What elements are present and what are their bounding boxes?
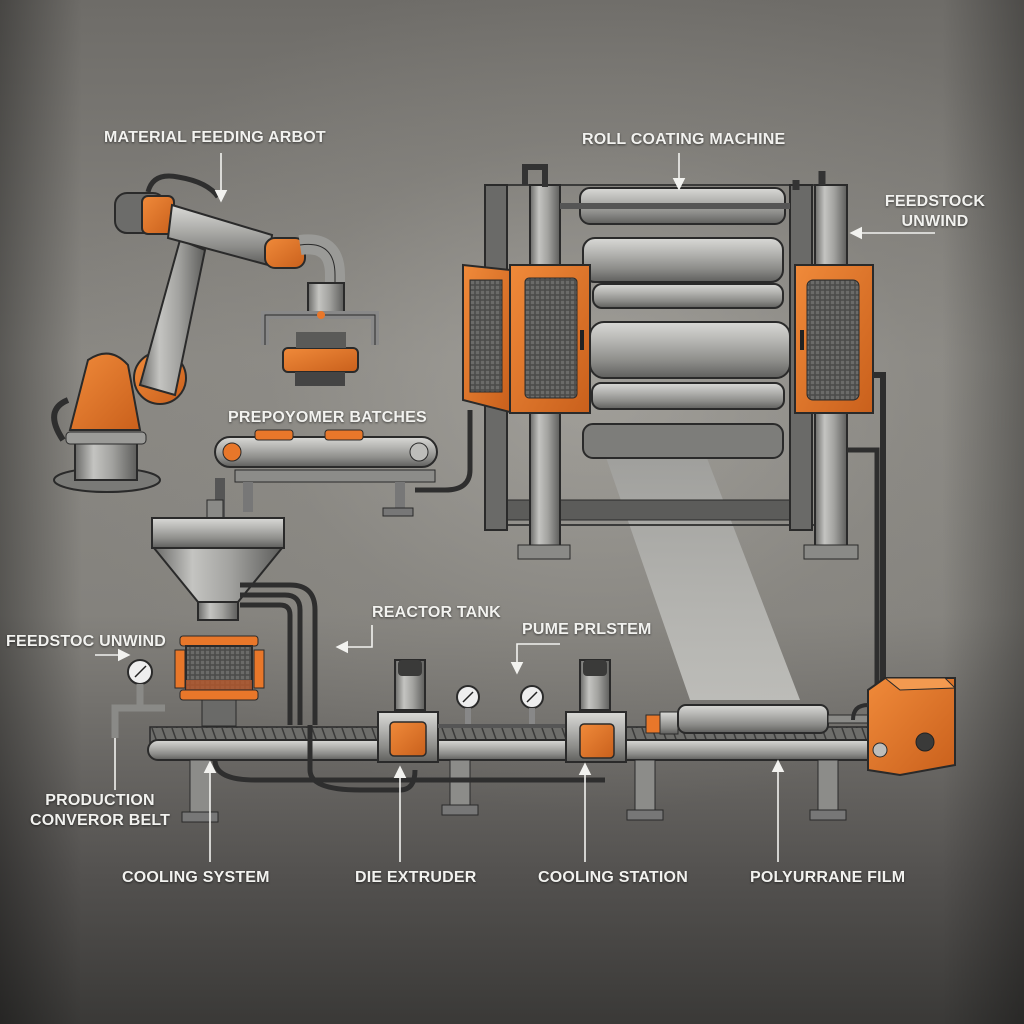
roller-3 [592, 283, 784, 309]
roller-6 [582, 423, 784, 459]
right-guard-cabinet [794, 264, 874, 414]
label-production-conveyor: PRODUCTION CONVEROR BELT [30, 791, 170, 831]
roller-4 [589, 321, 791, 379]
arrow-reactor-tank [335, 625, 373, 654]
prepolymer-batch-2 [324, 429, 364, 441]
label-feedstock-unwind-right: FEEDSTOCK UNWIND [880, 192, 990, 232]
label-production-conveyor-line2: CONVEROR BELT [30, 812, 171, 829]
label-reactor-tank: REACTOR TANK [372, 604, 501, 621]
production-conveyor-belt [147, 725, 889, 823]
label-feedstock-unwind-left: FEEDSTOC UNWIND [6, 633, 167, 650]
label-feedstock-unwind-right-line2: UNWIND [901, 213, 969, 230]
label-material-feeding-robot: MATERIAL FEEDING ARBOT [104, 129, 326, 146]
hopper-and-reactor [151, 499, 318, 727]
pressure-gauges-middle [438, 685, 568, 728]
pressure-gauge-left [111, 659, 165, 738]
roller-2 [582, 237, 784, 283]
prepolymer-batch-conveyor [214, 429, 438, 518]
label-prepolymer-batches: PREPOYOMER BATCHES [228, 409, 427, 426]
leader-lines [95, 153, 935, 862]
label-polyurethane-film: POLYURRANE FILM [750, 869, 906, 886]
cooling-station [565, 659, 627, 763]
drive-motor-box [851, 677, 957, 777]
roll-coating-machine [415, 164, 886, 700]
label-feedstock-unwind-right-line1: FEEDSTOCK [884, 193, 986, 210]
arrow-pump-system [510, 643, 560, 675]
label-die-extruder: DIE EXTRUDER [355, 869, 477, 886]
die-extruder [377, 659, 439, 763]
label-roll-coating-machine: ROLL COATING MACHINE [582, 131, 786, 148]
material-feeding-robot [51, 173, 379, 493]
label-production-conveyor-line1: PRODUCTION [45, 792, 155, 809]
prepolymer-batch-1 [254, 429, 294, 441]
label-pump-system: PUME PRLSTEM [522, 621, 652, 638]
left-guard-cabinet [462, 263, 591, 414]
roller-5 [591, 382, 785, 410]
label-cooling-station: COOLING STATION [538, 869, 688, 886]
label-cooling-system: COOLING SYSTEM [122, 869, 270, 886]
polyurethane-film-web [600, 440, 800, 700]
